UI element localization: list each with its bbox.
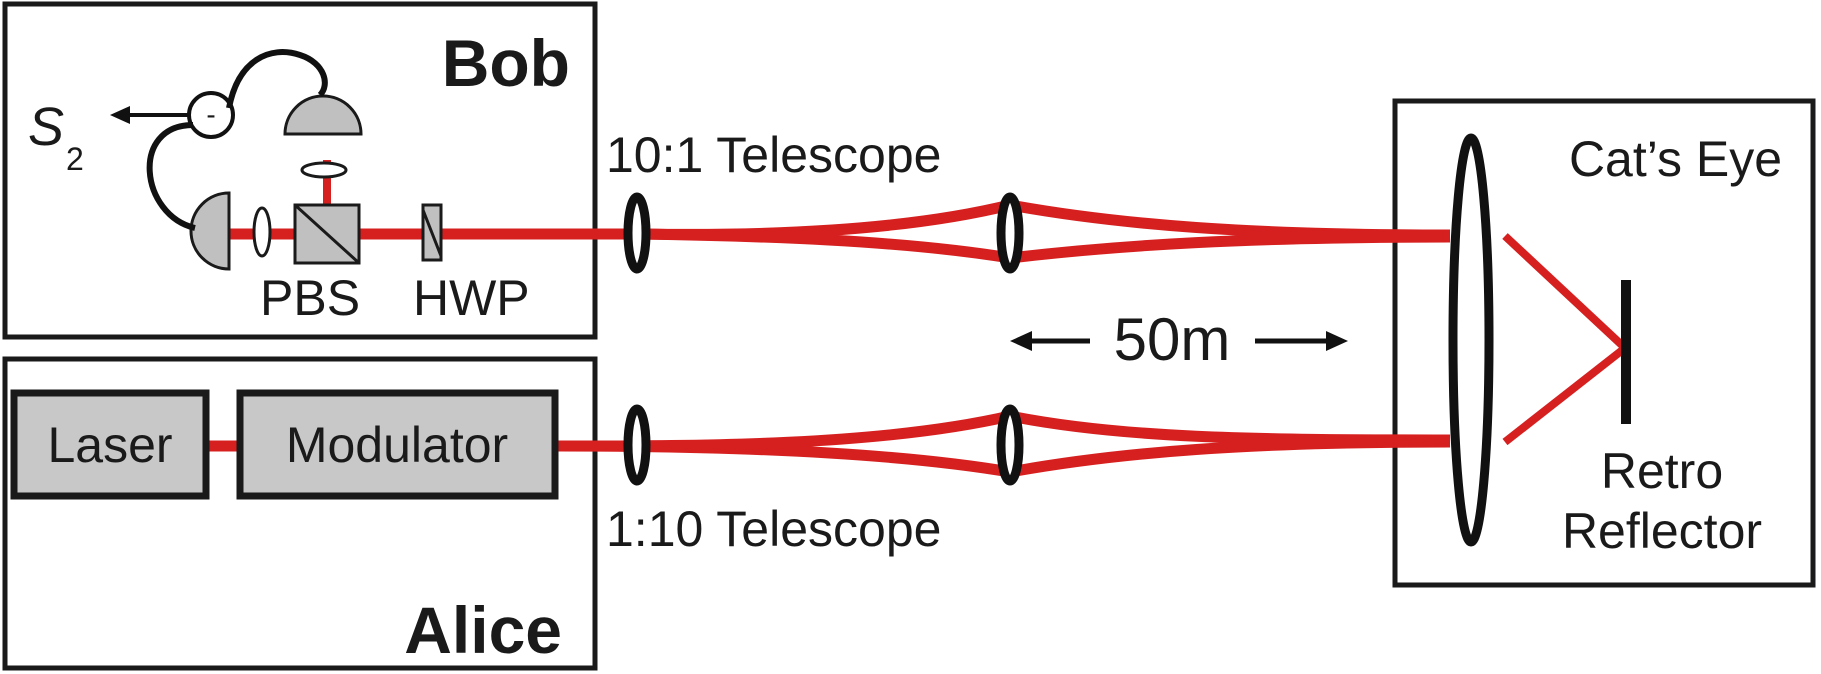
distance-arrow-left-head: [1010, 331, 1032, 351]
distance-label: 50m: [1114, 306, 1231, 373]
retro-label-line2: Reflector: [1562, 503, 1762, 559]
retro-label-line1: Retro: [1601, 443, 1723, 499]
cats-eye-box: [1392, 98, 1816, 588]
pbs-diagonal: [293, 203, 361, 265]
detector-left: [189, 191, 231, 271]
s2-label: S: [28, 97, 64, 157]
hwp-label: HWP: [413, 270, 530, 326]
bottom-telescope-label: 1:10 Telescope: [606, 501, 941, 557]
cats-eye-beam-upper: [1502, 233, 1628, 351]
distance-arrow-right-head: [1326, 331, 1348, 351]
bob-label: Bob: [442, 26, 570, 100]
output-arrow-head: [110, 106, 130, 124]
wire-top-detector: [226, 49, 328, 109]
alice-label: Alice: [404, 593, 562, 667]
top-telescope-label: 10:1 Telescope: [606, 127, 941, 183]
top-telescope-beam-upper: [639, 199, 1451, 241]
detector-lens-left: [252, 206, 272, 258]
pbs-label: PBS: [260, 270, 360, 326]
top-telescope-lens-left: [623, 192, 651, 274]
bob-box: [2, 1, 598, 340]
detector-top: [283, 94, 363, 136]
laser-box: [10, 389, 210, 500]
cats-eye-beam-lower: [1502, 344, 1628, 446]
alice-box: [2, 356, 598, 671]
top-telescope-lens-right: [996, 192, 1024, 274]
wire-left-detector: [146, 122, 196, 231]
s2-subscript: 2: [66, 141, 84, 177]
modulator-label: Modulator: [286, 417, 508, 473]
modulator-box: [236, 389, 559, 500]
laser-label: Laser: [47, 417, 172, 473]
subtractor-sign: -: [206, 99, 215, 130]
bottom-telescope-lens-left: [623, 404, 651, 486]
cats-eye-label: Cat’s Eye: [1569, 131, 1782, 187]
detector-lens-top: [300, 161, 348, 179]
bottom-telescope-lens-right: [996, 404, 1024, 486]
top-telescope-beam-lower: [639, 228, 1451, 264]
cats-eye-lens: [1448, 133, 1494, 547]
